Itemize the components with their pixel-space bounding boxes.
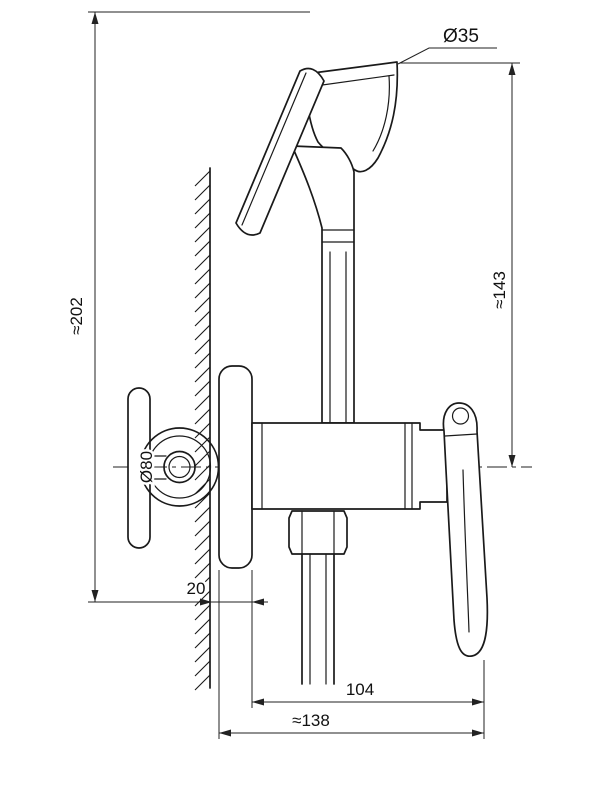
dimension-rosette-diameter: Ø80 (135, 448, 159, 485)
hose-nut (288, 510, 348, 555)
dimension-body-projection: 104 (252, 660, 485, 739)
rosette-circles (139, 427, 220, 507)
dim-label-overall-height: ≈202 (67, 297, 86, 335)
outlet-tube (301, 553, 335, 685)
lever-screw-circle (451, 407, 470, 425)
wall-plate (218, 365, 253, 569)
dim-label-overall-projection: ≈138 (292, 711, 330, 730)
dim-label-holder-height: ≈143 (490, 271, 509, 309)
dim-label-rosette-diameter: Ø80 (137, 451, 156, 483)
dimension-plate-offset: 20 (184, 570, 264, 708)
sprayer-head (235, 67, 325, 236)
dimension-overall-projection: ≈138 (218, 570, 484, 739)
handle-bar (127, 387, 151, 549)
dim-label-holder-diameter: Ø35 (443, 26, 479, 47)
hatch-pattern-icon (194, 170, 211, 691)
lever-handle (442, 402, 489, 657)
dim-label-body-projection: 104 (346, 680, 374, 699)
cross-handle (127, 387, 167, 549)
sprayer-holder (304, 61, 399, 173)
dim-label-plate-offset: 20 (187, 579, 206, 598)
dimension-holder-diameter: Ø35 (397, 24, 497, 65)
dimension-overall-height: ≈202 (65, 11, 310, 603)
mixer-body (251, 422, 448, 510)
wall-section (194, 167, 211, 691)
dimension-holder-height: ≈143 (400, 62, 520, 467)
sprayer-hose (291, 145, 355, 424)
